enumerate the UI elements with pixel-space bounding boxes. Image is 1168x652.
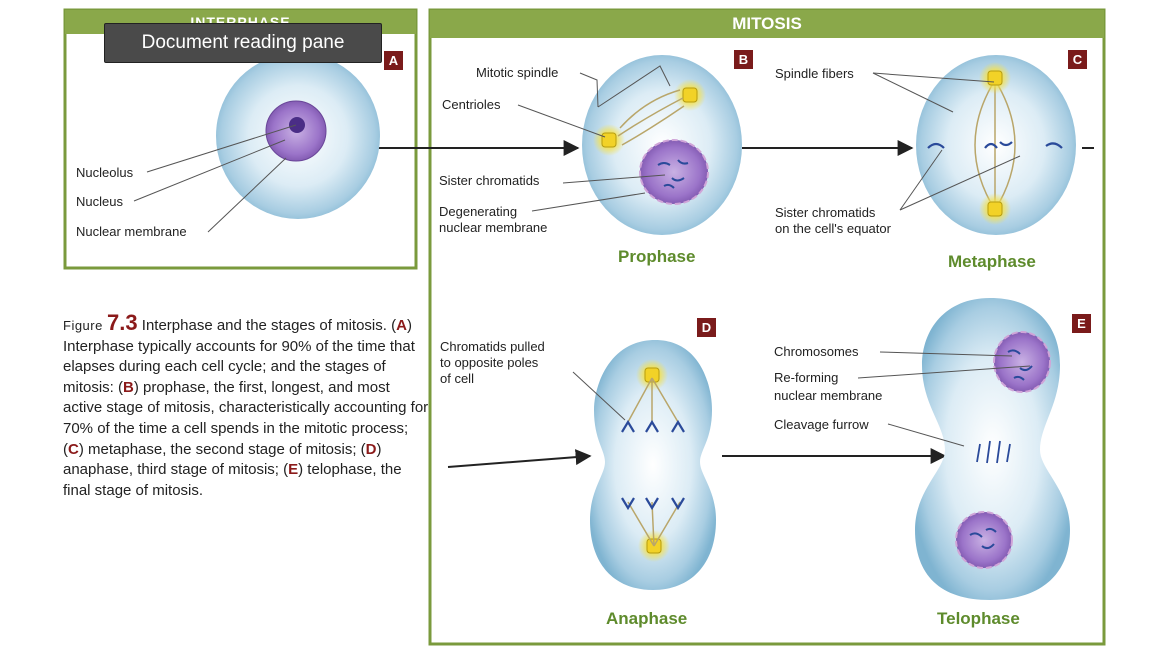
badge-b: B (734, 50, 753, 69)
label-sister-equator-1: Sister chromatids (775, 205, 876, 220)
label-sister-chromatids: Sister chromatids (439, 173, 540, 188)
label-nucleus: Nucleus (76, 194, 123, 209)
stage-anaphase: Anaphase (606, 609, 688, 628)
mitosis-header-bar (430, 10, 1104, 38)
label-nuclear-membrane: Nuclear membrane (76, 224, 187, 239)
caption-ref-b: B (123, 378, 134, 396)
label-chromatids-pulled-2: to opposite poles (440, 355, 539, 370)
label-reforming-1: Re-forming (774, 370, 839, 385)
caption-text-b: ) prophase, the first, longest, and most… (63, 378, 429, 458)
telophase-nucleus-top (993, 331, 1051, 393)
caption-text-e: ) telophase, the final stage of mitosis. (63, 461, 402, 499)
caption-text-c: ) metaphase, the second stage of mitosis… (78, 440, 366, 458)
caption-ref-c: C (68, 440, 79, 458)
figure-caption: Figure 7.3 Interphase and the stages of … (63, 310, 433, 501)
arrow-into-anaphase (447, 449, 592, 468)
label-degenerating-2: nuclear membrane (439, 220, 548, 235)
prophase-cell (582, 55, 742, 235)
caption-ref-a: A (396, 317, 407, 334)
caption-text-d: ) anaphase, third stage of mitosis; ( (63, 440, 382, 479)
caption-text-a: ) Interphase typically accounts for 90% … (63, 317, 415, 396)
caption-intro: Interphase and the stages of mitosis. ( (137, 317, 397, 334)
label-nucleolus: Nucleolus (76, 165, 134, 180)
caption-ref-e: E (288, 461, 299, 479)
telophase-cell (915, 298, 1070, 600)
interphase-cell (216, 53, 380, 219)
badge-a: A (384, 51, 403, 70)
caption-ref-d: D (365, 440, 377, 458)
label-chromosomes: Chromosomes (774, 344, 859, 359)
label-mitotic-spindle: Mitotic spindle (476, 65, 559, 80)
badge-c: C (1068, 50, 1087, 69)
prophase-nucleus (639, 139, 709, 205)
reading-pane-tooltip: Document reading pane (104, 23, 382, 63)
caption-figure-word: Figure (63, 318, 103, 333)
anaphase-cell (590, 340, 716, 590)
label-reforming-2: nuclear membrane (774, 388, 883, 403)
label-sister-equator-2: on the cell's equator (775, 221, 891, 236)
mitosis-header: MITOSIS (732, 14, 802, 33)
stage-prophase: Prophase (618, 247, 696, 266)
label-cleavage-furrow: Cleavage furrow (774, 417, 869, 432)
label-chromatids-pulled-3: of cell (440, 371, 474, 386)
label-spindle-fibers: Spindle fibers (775, 66, 854, 81)
label-centrioles: Centrioles (442, 97, 501, 112)
badge-e: E (1072, 314, 1091, 333)
telophase-nucleus-bottom (955, 511, 1013, 569)
badge-d: D (697, 318, 716, 337)
caption-figure-number: 7.3 (107, 310, 138, 335)
metaphase-cell (916, 55, 1076, 235)
label-degenerating-1: Degenerating (439, 204, 518, 219)
stage-telophase: Telophase (937, 609, 1020, 628)
stage-metaphase: Metaphase (948, 252, 1036, 271)
interphase-nucleolus (289, 117, 305, 133)
label-chromatids-pulled-1: Chromatids pulled (440, 339, 545, 354)
